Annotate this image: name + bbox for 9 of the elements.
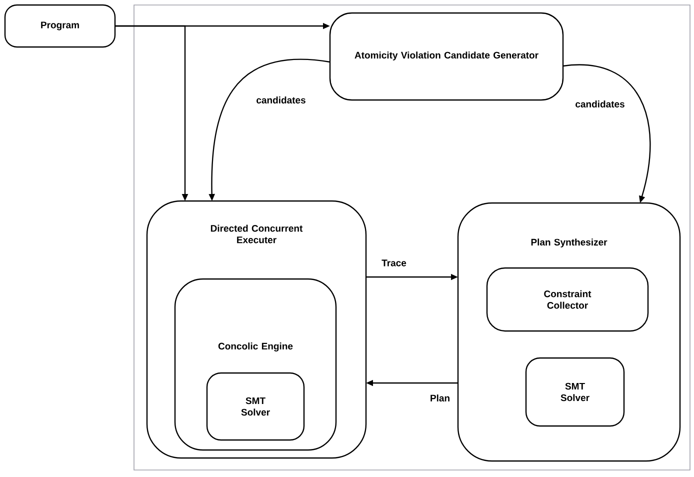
edge-label: candidates <box>574 100 626 108</box>
edge-label: candidates <box>255 96 307 104</box>
edge-label: Plan <box>428 394 452 402</box>
process-box: Program <box>4 4 116 48</box>
component-box: Constraint Collector <box>486 267 649 332</box>
edge-label: Trace <box>380 258 408 268</box>
component-box: SMT Solver <box>206 372 305 441</box>
process-box: Atomicity Violation Candidate Generator <box>329 12 564 101</box>
component-box: SMT Solver <box>525 357 625 427</box>
